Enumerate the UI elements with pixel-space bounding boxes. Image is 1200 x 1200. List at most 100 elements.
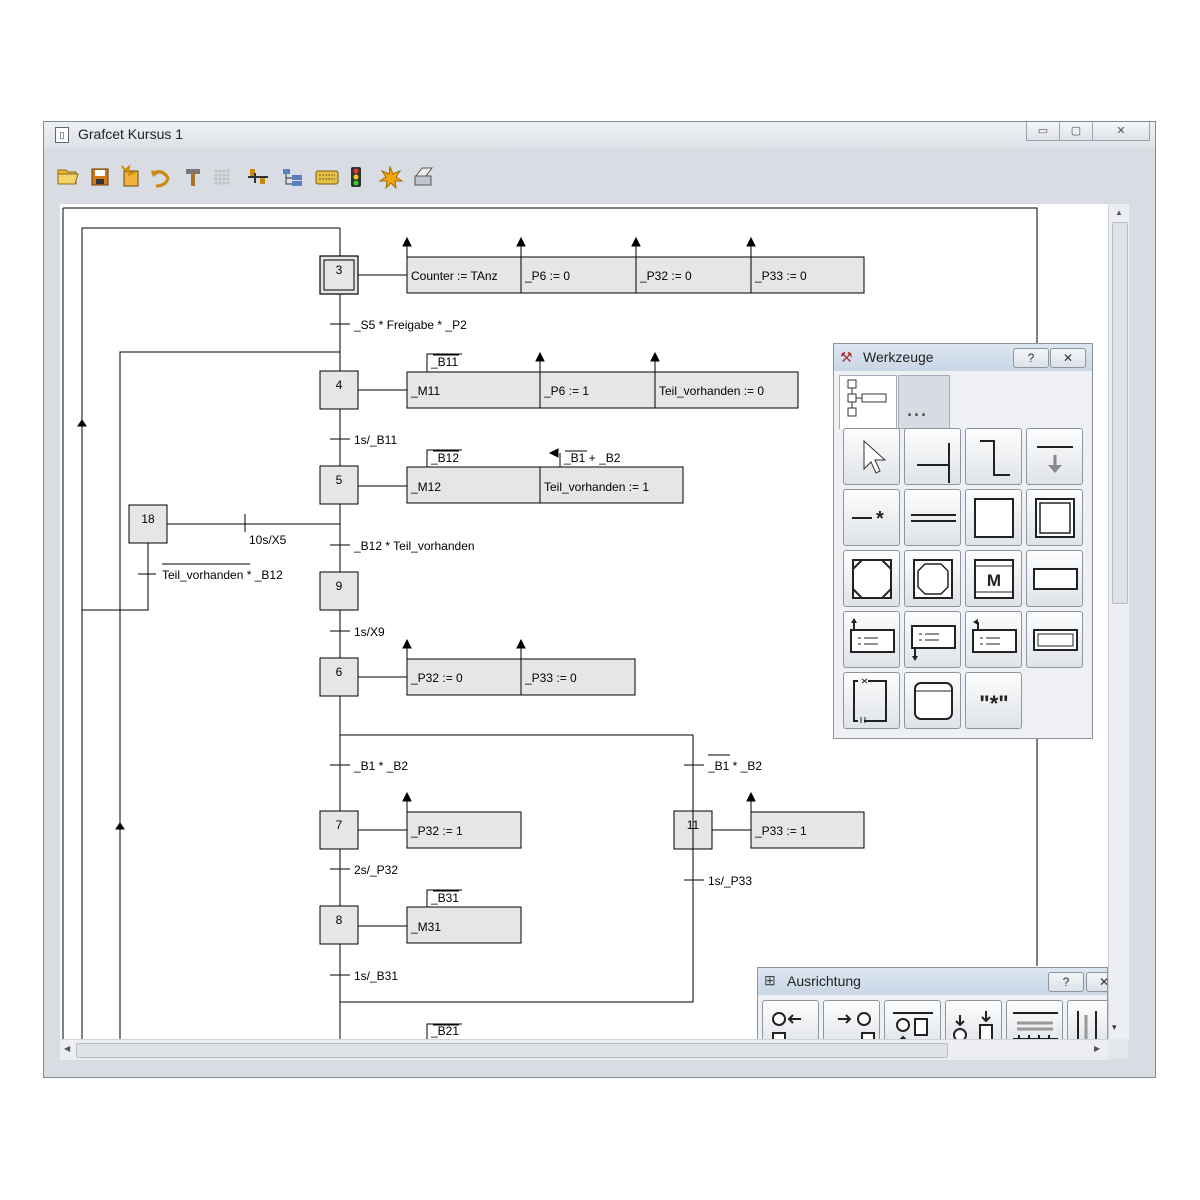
step-5[interactable]: 5 (319, 465, 359, 505)
vertical-scrollbar[interactable]: ▲ (1108, 204, 1129, 1039)
close-button[interactable]: ✕ (1092, 122, 1150, 141)
save-icon[interactable] (91, 168, 109, 186)
step-tool[interactable] (965, 489, 1022, 546)
new-icon[interactable] (121, 164, 139, 187)
scroll-up-icon[interactable]: ▲ (1115, 208, 1123, 217)
horizontal-scroll-thumb[interactable] (76, 1043, 948, 1058)
action-text: Counter := TAnz (411, 269, 498, 283)
title-bar: ▯ Grafcet Kursus 1 ▭ ▢ ✕ (44, 122, 1155, 148)
horizontal-scrollbar[interactable]: ◀ ▶ (60, 1039, 1108, 1060)
svg-text:*: * (876, 508, 884, 530)
minimize-button[interactable]: ▭ (1026, 122, 1060, 141)
step-7[interactable]: 7 (319, 810, 359, 850)
macro-tool[interactable] (904, 672, 961, 729)
svg-text:_B1 * _B2: _B1 * _B2 (707, 759, 762, 773)
hammer-icon: ⚒ (840, 349, 853, 365)
svg-text:_M31: _M31 (410, 920, 441, 934)
ausrichtung-title: Ausrichtung (787, 973, 861, 989)
werkzeuge-title-bar[interactable]: ⚒ Werkzeuge ? ✕ (834, 344, 1092, 371)
grafcet-tab-icon (847, 379, 887, 417)
tab-grafcet[interactable] (839, 375, 897, 429)
svg-text:9: 9 (336, 579, 343, 593)
svg-text:1s/X9: 1s/X9 (354, 625, 385, 639)
svg-text:6: 6 (336, 665, 343, 679)
grid-icon[interactable] (214, 169, 230, 185)
double-line-tool[interactable] (904, 489, 961, 546)
scroll-right-icon[interactable]: ▶ (1094, 1044, 1101, 1053)
action-down-tool[interactable] (904, 611, 961, 668)
align-top-tool[interactable] (884, 1000, 941, 1039)
hammer-icon[interactable] (186, 169, 200, 186)
svg-text:_P32 := 0: _P32 := 0 (410, 671, 463, 685)
jump-tool[interactable] (1026, 428, 1083, 485)
step-8[interactable]: 8 (319, 905, 359, 945)
help-button[interactable]: ? (1013, 348, 1049, 368)
action-box-tool[interactable] (1026, 550, 1083, 607)
svg-text:Teil_vorhanden := 0: Teil_vorhanden := 0 (659, 384, 764, 398)
step-18[interactable]: 18 (128, 504, 168, 544)
spark-icon[interactable] (378, 165, 404, 190)
action-text: _P6 := 0 (524, 269, 570, 283)
svg-text:Teil_vorhanden := 1: Teil_vorhanden := 1 (544, 480, 649, 494)
align-right-tool[interactable] (823, 1000, 880, 1039)
close-button[interactable]: ✕ (1086, 972, 1107, 992)
connect-icon[interactable] (248, 169, 268, 184)
distribute-horizontal-tool[interactable] (1006, 1000, 1063, 1039)
action-up-tool[interactable] (843, 611, 900, 668)
transitions: _S5 * Freigabe * _P2 1s/_B11 _B12 * Teil… (162, 318, 762, 983)
star-transition-tool[interactable]: * (843, 489, 900, 546)
open-folder-icon[interactable] (57, 169, 79, 185)
transition-tool[interactable] (904, 428, 961, 485)
condition-text: _B21 (430, 1024, 459, 1038)
help-button[interactable]: ? (1048, 972, 1084, 992)
pointer-tool[interactable] (843, 428, 900, 485)
svg-text:10s/X5: 10s/X5 (249, 533, 287, 547)
ausrichtung-title-bar[interactable]: ⊞ Ausrichtung ? ✕ (758, 968, 1107, 995)
traffic-light-icon[interactable] (351, 167, 361, 187)
step-3[interactable]: 3 (319, 255, 359, 295)
macro-m-tool[interactable]: M (965, 550, 1022, 607)
print-icon[interactable] (414, 167, 433, 186)
comment-tool[interactable]: "*" (965, 672, 1022, 729)
panel-overflow-chevron-icon[interactable]: ▾ (1112, 1022, 1117, 1032)
scroll-left-icon[interactable]: ◀ (64, 1044, 71, 1053)
distribute-vertical-tool[interactable] (1067, 1000, 1107, 1039)
vertical-scroll-thumb[interactable] (1112, 222, 1128, 604)
step-6[interactable]: 6 (319, 657, 359, 697)
toolbar (52, 160, 452, 192)
werkzeuge-panel: ⚒ Werkzeuge ? ✕ ... * M "*" (833, 343, 1093, 739)
tab-more[interactable]: ... (898, 375, 950, 429)
close-button[interactable]: ✕ (1050, 348, 1086, 368)
actions-step-11: _P33 := 1 (746, 791, 865, 849)
step-9[interactable]: 9 (319, 571, 359, 611)
enclosing-step-tool[interactable] (904, 550, 961, 607)
scroll-corner (1108, 1039, 1128, 1059)
grafcet-diagram: 3 4 5 9 6 7 8 11 18 Counter := TAnz _P6 … (62, 207, 1038, 1039)
svg-text:8: 8 (336, 913, 343, 927)
macro-step-tool[interactable] (843, 550, 900, 607)
tree-icon[interactable] (283, 169, 302, 186)
align-left-tool[interactable] (762, 1000, 819, 1039)
maximize-button[interactable]: ▢ (1059, 122, 1093, 141)
align-bottom-tool[interactable] (945, 1000, 1002, 1039)
undo-icon[interactable] (151, 170, 170, 188)
svg-text:_P6 := 1: _P6 := 1 (543, 384, 589, 398)
initial-step-tool[interactable] (1026, 489, 1083, 546)
loop-arrow (77, 419, 87, 427)
link-tool[interactable] (965, 428, 1022, 485)
svg-text:4: 4 (336, 378, 343, 392)
actions-step-8: _B31 _M31 (406, 889, 522, 944)
enclosure-tool[interactable] (843, 672, 900, 729)
action-text: _P32 := 0 (639, 269, 692, 283)
window-title: Grafcet Kursus 1 (78, 126, 184, 142)
svg-text:_B1 + _B2: _B1 + _B2 (563, 451, 621, 465)
action-flag-tool[interactable] (965, 611, 1022, 668)
step-4[interactable]: 4 (319, 370, 359, 410)
keyboard-icon[interactable] (315, 170, 339, 185)
action-plain-tool[interactable] (1026, 611, 1083, 668)
svg-text:_M12: _M12 (410, 480, 441, 494)
svg-text:_B12: _B12 (430, 451, 459, 465)
svg-text:M: M (987, 571, 1001, 590)
actions-step-3: Counter := TAnz _P6 := 0 _P32 := 0 _P33 … (402, 236, 865, 294)
svg-text:7: 7 (336, 818, 343, 832)
